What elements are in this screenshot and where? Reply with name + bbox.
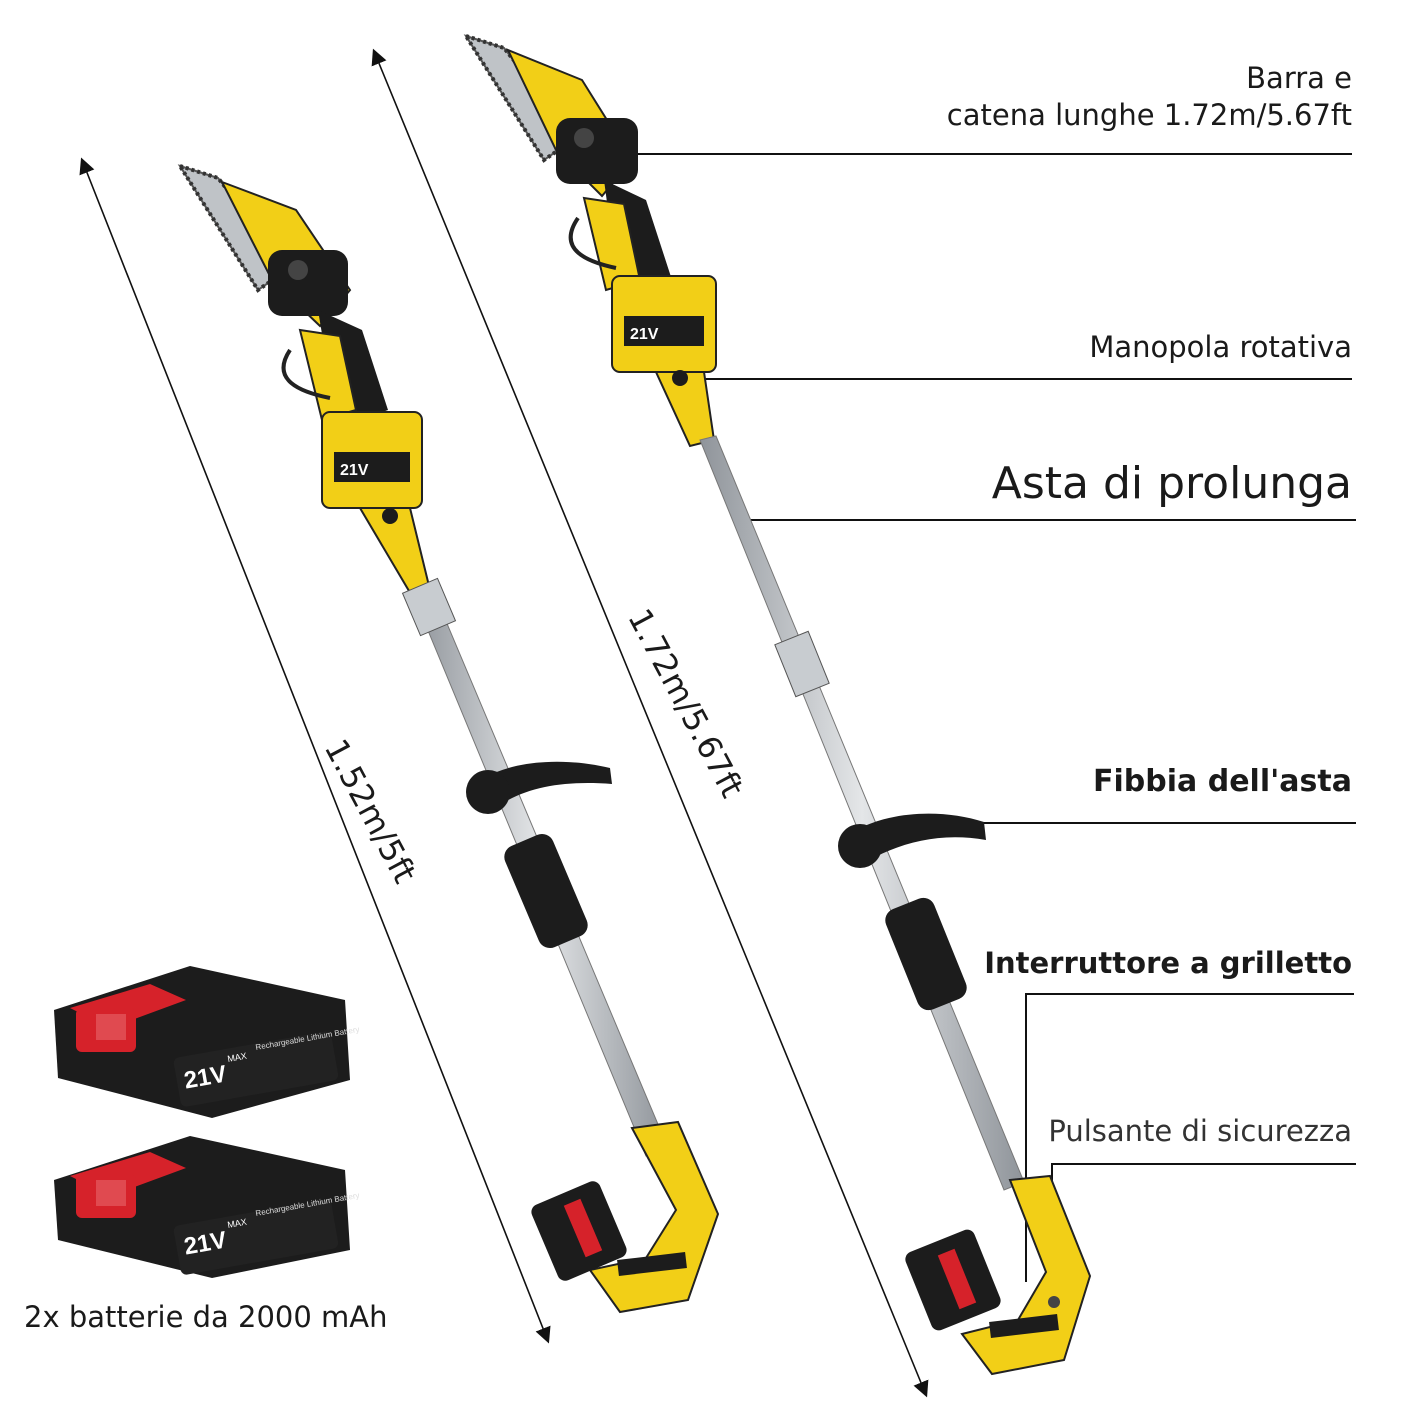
battery-caption: 2x batterie da 2000 mAh (24, 1300, 388, 1334)
callout-knob: Manopola rotativa (1089, 330, 1352, 364)
callout-chain-line1: Barra e (1246, 61, 1352, 95)
callout-chain: Barra e catena lunghe 1.72m/5.67ft (947, 60, 1352, 134)
callout-chain-line2: catena lunghe 1.72m/5.67ft (946, 98, 1352, 132)
svg-text:21V: 21V (340, 462, 369, 479)
svg-text:21V: 21V (630, 326, 659, 343)
pole-saw-long: 21V (461, 32, 1092, 1376)
battery-bottom-max: MAX (227, 1217, 248, 1230)
callout-safety: Pulsante di sicurezza (1048, 1114, 1352, 1148)
battery-top (54, 966, 350, 1118)
callout-trigger: Interruttore a grilletto (984, 946, 1352, 980)
callout-pole: Asta di prolunga (991, 458, 1352, 509)
dimension-line-long (371, 48, 929, 1398)
callout-buckle: Fibbia dell'asta (1093, 764, 1352, 799)
pole-saw-short: 21V (175, 162, 720, 1314)
battery-top-max: MAX (227, 1051, 248, 1064)
battery-bottom (54, 1136, 350, 1278)
